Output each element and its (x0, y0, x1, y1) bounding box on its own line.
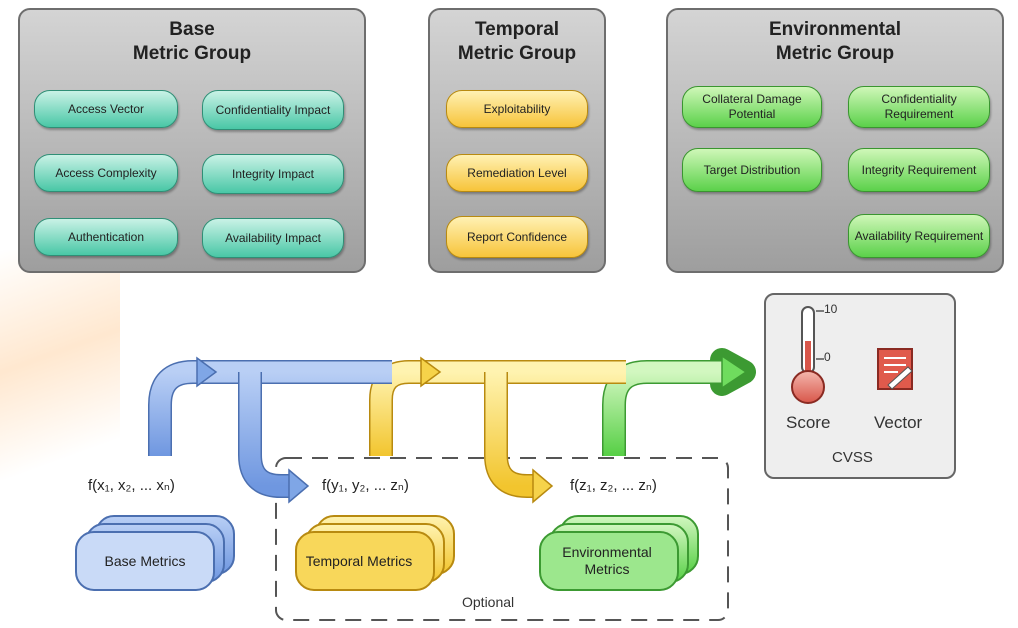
base-metric-group: Base Metric Group Access Vector Confiden… (18, 8, 366, 273)
base-flow-arrow-outline (148, 360, 392, 456)
authentication-pill: Authentication (34, 218, 178, 256)
environmental-group-title: Environmental Metric Group (668, 18, 1002, 66)
availability-requirement-pill: Availability Requirement (848, 214, 990, 258)
availability-impact-pill: Availability Impact (202, 218, 344, 258)
vector-document-icon (877, 348, 913, 390)
base-down-arrow-fill (239, 372, 292, 497)
temporal-top-arrowhead (420, 356, 442, 388)
access-vector-pill: Access Vector (34, 90, 178, 128)
cvss-box: 10 0 Score Vector CVSS (764, 293, 956, 479)
base-top-arrowhead (196, 356, 218, 388)
cvss-title: CVSS (832, 449, 873, 466)
base-metrics-stack (75, 515, 235, 591)
scale-min-label: 0 (824, 350, 831, 364)
temporal-group-title-line1: Temporal (474, 19, 560, 40)
environmental-group-title-line2: Metric Group (775, 43, 895, 64)
environmental-metric-group: Environmental Metric Group Collateral Da… (666, 8, 1004, 273)
report-confidence-pill: Report Confidence (446, 216, 588, 258)
integrity-requirement-pill: Integrity Requirement (848, 148, 990, 192)
temporal-metrics-stack (295, 515, 455, 591)
base-down-arrowhead (288, 468, 310, 504)
environmental-formula: f(z₁, z₂, ... zₙ) (570, 477, 657, 494)
base-group-title-line2: Metric Group (132, 43, 252, 64)
temporal-down-arrowhead (532, 468, 554, 504)
environmental-flow-arrow-fill (603, 361, 724, 456)
temporal-group-title: Temporal Metric Group (430, 18, 604, 66)
base-group-title-line1: Base (169, 19, 215, 40)
remediation-level-pill: Remediation Level (446, 154, 588, 192)
target-distribution-pill: Target Distribution (682, 148, 822, 192)
scale-max-label: 10 (824, 302, 838, 316)
temporal-metric-group: Temporal Metric Group Exploitability Rem… (428, 8, 606, 273)
temporal-group-title-line2: Metric Group (457, 43, 577, 64)
confidentiality-impact-pill: Confidentiality Impact (202, 90, 344, 130)
exploitability-pill: Exploitability (446, 90, 588, 128)
environmental-metrics-label: Environmental Metrics (562, 544, 652, 577)
vector-label: Vector (874, 413, 923, 432)
base-metrics-label: Base Metrics (104, 552, 186, 569)
base-formula: f(x₁, x₂, ... xₙ) (88, 477, 175, 494)
base-group-title: Base Metric Group (20, 18, 364, 66)
optional-label: Optional (462, 594, 515, 610)
base-flow-arrow-fill (149, 361, 392, 456)
confidentiality-requirement-pill: Confidentiality Requirement (848, 86, 990, 128)
thermometer-icon (791, 306, 825, 404)
environmental-group-title-line1: Environmental (769, 19, 901, 40)
temporal-down-arrow-fill (485, 372, 538, 497)
environmental-arrowhead (721, 354, 748, 390)
score-label: Score (786, 413, 831, 432)
collateral-damage-potential-pill: Collateral Damage Potential (682, 86, 822, 128)
temporal-formula: f(y₁, y₂, ... zₙ) (322, 477, 409, 494)
access-complexity-pill: Access Complexity (34, 154, 178, 192)
environmental-metrics-stack (539, 515, 699, 591)
temporal-metrics-label: Temporal Metrics (305, 552, 413, 569)
integrity-impact-pill: Integrity Impact (202, 154, 344, 194)
